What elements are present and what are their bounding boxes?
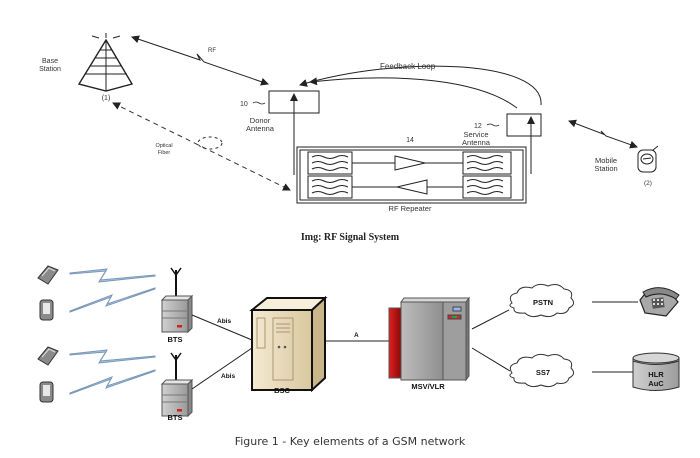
hlr-label-1: HLR <box>648 370 664 379</box>
a-interface-label: A <box>354 332 359 339</box>
optical-fiber-line <box>112 102 291 191</box>
feedback-loop-inner <box>309 77 518 109</box>
rf-diagram-caption: Img: RF Signal System <box>300 232 400 243</box>
donor-antenna-ref: 10 <box>240 101 248 108</box>
abis-link-2 <box>191 347 253 390</box>
optical-fiber-coil <box>197 136 223 150</box>
bsc-server-icon <box>249 295 328 393</box>
ss7-label: SS7 <box>536 368 550 377</box>
repeater-label: RF Repeater <box>389 204 432 213</box>
msc-ss7-link <box>471 347 511 372</box>
mobile-station-ref: (2) <box>644 180 652 187</box>
radio-link-4 <box>69 369 156 395</box>
pstn-label: PSTN <box>533 298 553 307</box>
service-antenna-label-2: Antenna <box>462 138 491 147</box>
rf-link-label: RF <box>208 48 216 54</box>
donor-antenna-label-1: Donor <box>250 116 271 125</box>
donor-ref-leader <box>252 101 266 105</box>
flip-phone-icon-2 <box>37 346 59 366</box>
radio-link-1 <box>69 268 156 283</box>
bts-label-2: BTS <box>168 413 183 422</box>
base-station-ref: (1) <box>102 95 111 102</box>
feedback-loop-outer <box>299 65 542 106</box>
mobile-station-label-1: Mobile <box>595 156 617 165</box>
optical-fiber-label-2: Fiber <box>158 150 171 156</box>
service-antenna-ref: 12 <box>474 123 482 130</box>
msc-cabinet-icon <box>388 296 470 382</box>
msc-label: MSV/VLR <box>411 382 445 391</box>
radio-link-3 <box>69 349 156 364</box>
flip-phone-icon-1 <box>37 265 59 285</box>
pstn-cloud-icon <box>509 283 575 318</box>
bts-label-1: BTS <box>168 335 183 344</box>
rf-link-arrow <box>131 35 269 86</box>
optical-fiber-label-1: Optical <box>155 143 172 149</box>
ss7-cloud-icon <box>509 353 575 388</box>
feedback-loop-label: Feedback Loop <box>380 62 436 71</box>
mobile-station-icon <box>637 145 659 173</box>
pda-phone-icon-2 <box>39 381 54 403</box>
radio-link-2 <box>69 287 156 313</box>
mobile-link-arrow <box>568 119 638 149</box>
mobile-station-label-2: Station <box>594 164 617 173</box>
bts-icon-1 <box>160 267 194 334</box>
base-station-label-2: Station <box>39 66 61 73</box>
service-ref-leader <box>486 123 500 127</box>
gsm-diagram-caption: Figure 1 - Key elements of a GSM network <box>234 435 466 448</box>
pda-phone-icon-1 <box>39 299 54 321</box>
uplink-amplifier-icon <box>394 155 426 171</box>
radio-links <box>69 268 156 395</box>
repeater-ref: 14 <box>406 137 414 144</box>
msc-pstn-link <box>471 309 510 330</box>
base-station-label-1: Base <box>42 58 58 65</box>
rf-repeater <box>296 146 527 204</box>
hlr-database-icon <box>632 352 680 391</box>
abis-label-1: Abis <box>217 318 231 325</box>
service-antenna-label-1: Service <box>463 130 488 139</box>
abis-label-2: Abis <box>221 373 235 380</box>
base-station-tower-icon <box>77 33 134 92</box>
bsc-label: BSC <box>274 386 290 395</box>
donor-antenna-label-2: Antenna <box>246 124 275 133</box>
service-antenna-box <box>506 113 542 137</box>
bts-icon-2 <box>160 352 194 418</box>
abis-link-1 <box>191 314 253 341</box>
telephone-icon <box>639 287 680 317</box>
downlink-amplifier-icon <box>396 179 428 195</box>
hlr-label-2: AuC <box>648 379 664 388</box>
